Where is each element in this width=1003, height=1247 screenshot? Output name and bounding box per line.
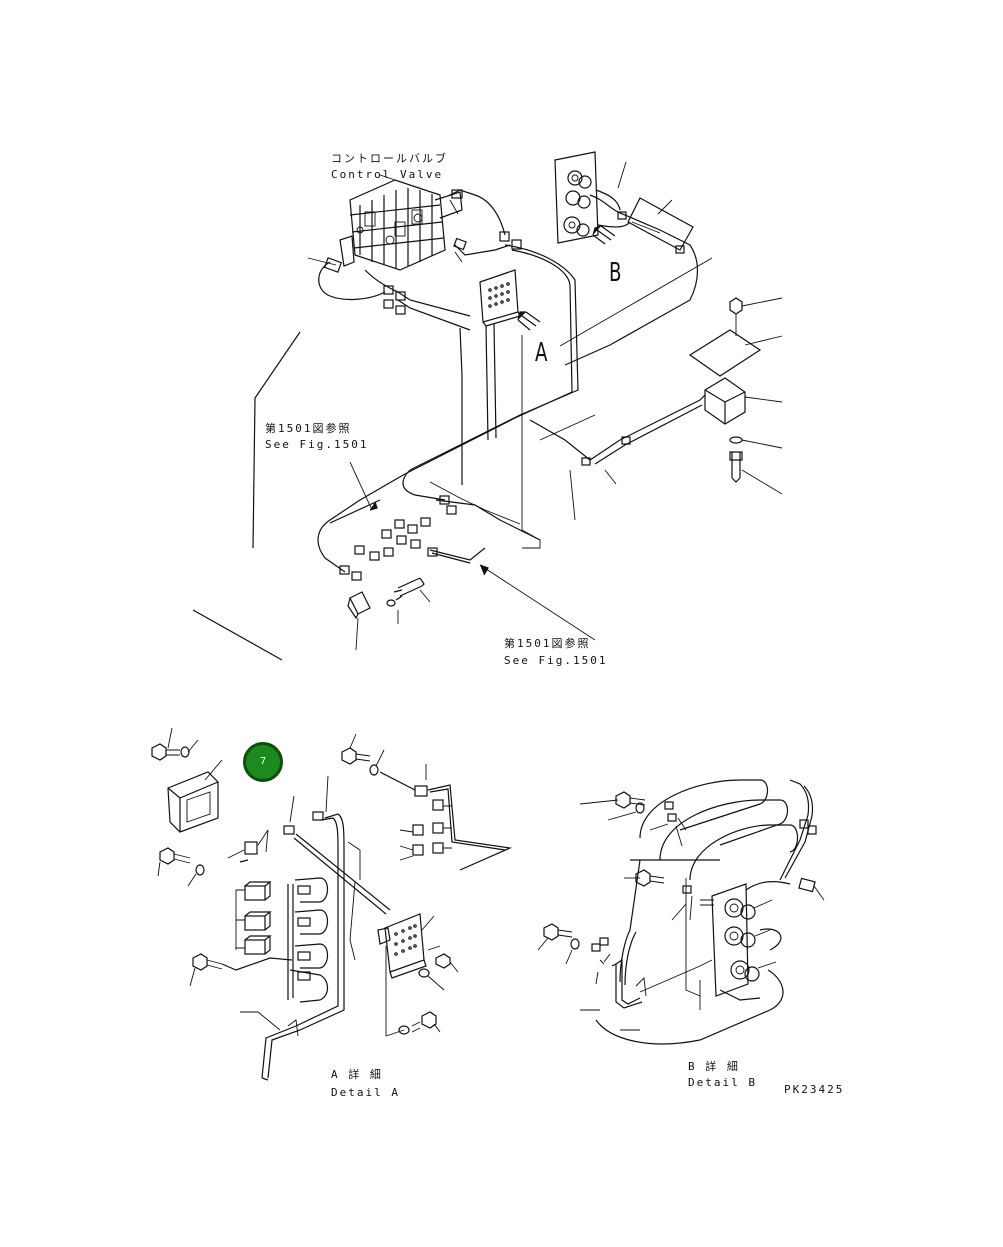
relay-cluster xyxy=(339,495,457,581)
b-panel-top xyxy=(554,151,599,244)
detail-b-title-jp: B 詳 細 xyxy=(688,1060,740,1073)
view-label-a: A xyxy=(535,338,548,368)
detail-a-title-en: Detail A xyxy=(331,1086,400,1099)
junction-plate-a xyxy=(479,269,521,327)
reference-bottom-jp: 第1501図参照 xyxy=(504,637,591,650)
view-arrow-a xyxy=(517,311,541,331)
control-valve-label-jp: コントロールバルブ xyxy=(331,152,448,165)
view-label-b: B xyxy=(609,258,622,288)
detail-b-title-en: Detail B xyxy=(688,1076,757,1089)
control-valve xyxy=(339,179,463,271)
reference-top-en: See Fig.1501 xyxy=(265,438,369,451)
reference-top-jp: 第1501図参照 xyxy=(265,422,352,435)
reference-bottom-en: See Fig.1501 xyxy=(504,654,608,667)
detail-b-panel xyxy=(711,883,777,997)
detail-a-plate xyxy=(377,913,427,979)
hardware-stack xyxy=(688,297,762,483)
drawing-number: PK23425 xyxy=(784,1083,845,1096)
callout-marker-number: 7 xyxy=(259,756,267,767)
view-arrow-b xyxy=(592,225,616,245)
control-valve-label-en: Control Valve xyxy=(331,168,444,181)
detail-a-title-jp: A 詳 細 xyxy=(331,1068,383,1081)
callout-marker[interactable]: 7 xyxy=(243,742,283,782)
